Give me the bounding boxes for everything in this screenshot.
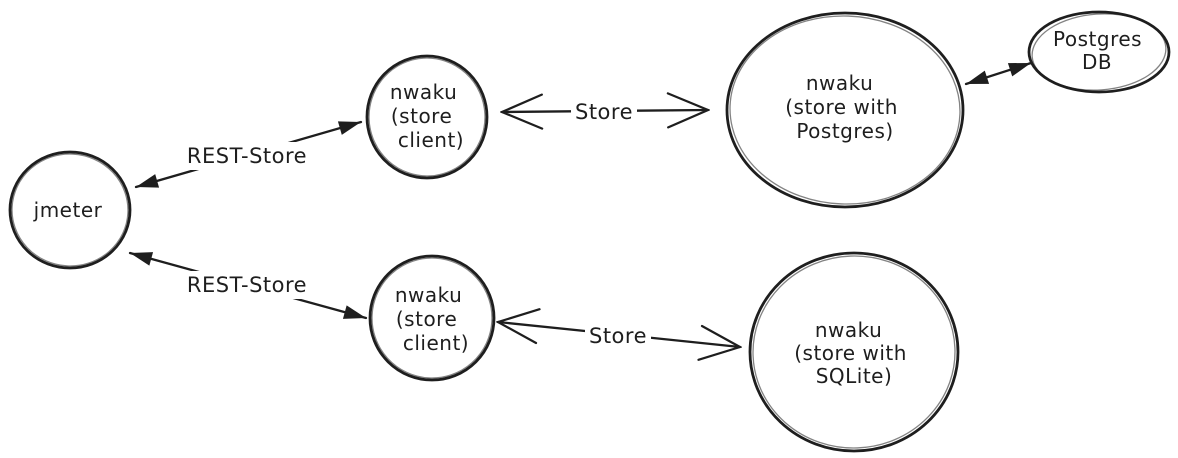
- store-client-top-circle-sketch-stroke: [368, 57, 486, 177]
- label-line: client): [398, 128, 464, 152]
- edge-label-background: [585, 322, 651, 350]
- edge-rest-store-top[interactable]: REST-Store: [134, 120, 363, 189]
- label-line: (store: [391, 104, 452, 128]
- store-client-bottom-circle-sketch-stroke: [371, 257, 493, 379]
- node-jmeter[interactable]: jmeter: [8, 150, 132, 270]
- label-line: (store with: [785, 95, 898, 119]
- edge-label-background: [180, 142, 314, 170]
- node-nwaku-store-client-bottom-label: nwaku (store client): [395, 283, 469, 355]
- store-sqlite-circle-sketch-stroke: [752, 255, 956, 449]
- label-line: nwaku: [815, 318, 882, 342]
- node-jmeter-label: jmeter: [33, 198, 103, 222]
- label-line: SQLite): [816, 364, 893, 388]
- label-line: nwaku: [806, 71, 873, 95]
- edge-label-background: [180, 271, 314, 299]
- node-nwaku-store-sqlite[interactable]: nwaku (store with SQLite): [748, 251, 960, 453]
- label-line: Postgres: [1053, 27, 1142, 51]
- label-line: client): [403, 331, 469, 355]
- store-postgres-circle-sketch-stroke: [729, 15, 961, 205]
- label-line: (store: [396, 307, 457, 331]
- edge-rest-store-bottom[interactable]: REST-Store: [128, 251, 368, 320]
- edge-postgres-db-link-line[interactable]: [964, 61, 1033, 86]
- node-nwaku-store-sqlite-label: nwaku (store with SQLite): [794, 318, 914, 388]
- edge-label-rest-store-top: REST-Store: [187, 144, 307, 168]
- edge-store-bottom[interactable]: Store: [498, 322, 740, 350]
- edge-label-background: [571, 98, 637, 126]
- postgres-db-ellipse-sketch-stroke: [1031, 13, 1167, 91]
- label-line: (store with: [794, 341, 907, 365]
- label-line: Postgres): [796, 119, 893, 143]
- edge-store-top[interactable]: Store: [502, 98, 708, 126]
- label-line: nwaku: [390, 80, 457, 104]
- edge-label-rest-store-bottom: REST-Store: [187, 273, 307, 297]
- jmeter-circle[interactable]: [8, 150, 132, 270]
- edge-label-store-top: Store: [575, 100, 633, 124]
- node-nwaku-store-client-bottom[interactable]: nwaku (store client): [368, 254, 496, 382]
- label-line: DB: [1082, 50, 1112, 74]
- store-sqlite-circle[interactable]: [748, 251, 960, 453]
- node-postgres-db[interactable]: Postgres DB: [1027, 9, 1171, 94]
- store-postgres-circle[interactable]: [725, 11, 965, 209]
- node-postgres-db-label: Postgres DB: [1053, 27, 1149, 74]
- store-client-top-circle[interactable]: [365, 54, 489, 180]
- node-nwaku-store-client-top-label: nwaku (store client): [390, 80, 464, 152]
- node-nwaku-store-client-top[interactable]: nwaku (store client): [365, 54, 489, 180]
- node-nwaku-store-postgres[interactable]: nwaku (store with Postgres): [725, 11, 965, 209]
- edge-label-store-bottom: Store: [589, 324, 647, 348]
- edge-postgres-db-link[interactable]: [964, 61, 1033, 86]
- postgres-db-ellipse[interactable]: [1027, 10, 1171, 94]
- label-line: nwaku: [395, 283, 462, 307]
- jmeter-circle-sketch-stroke: [11, 153, 129, 267]
- store-client-bottom-circle[interactable]: [368, 254, 496, 382]
- node-nwaku-store-postgres-label: nwaku (store with Postgres): [785, 71, 905, 143]
